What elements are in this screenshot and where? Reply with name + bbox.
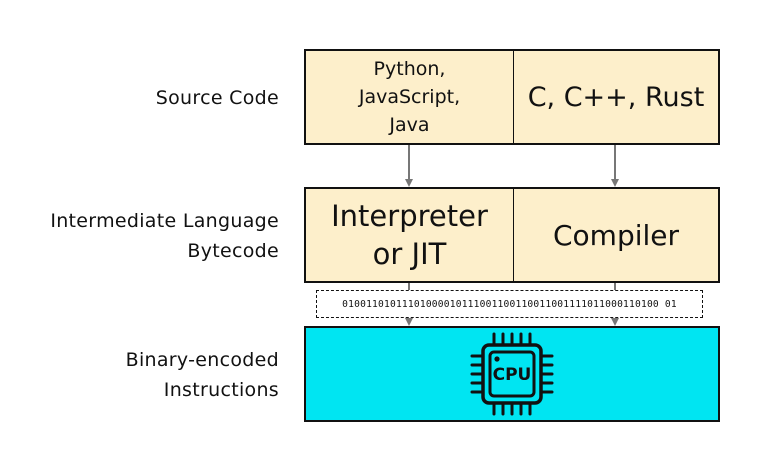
binary-string-box: 0100110101110100001011100110011001100111… xyxy=(316,290,703,318)
binary-line2: Instructions xyxy=(163,379,279,401)
arrow-right-lower-head xyxy=(611,318,619,326)
arrow-right-upper-head xyxy=(611,179,619,187)
binary-instructions-label: Binary-encoded Instructions xyxy=(126,345,279,405)
interpreter-box: Interpreter or JIT xyxy=(304,187,514,283)
arrow-left-lower-head xyxy=(405,318,413,326)
interpreter-line1: Interpreter xyxy=(331,199,488,233)
lang-python: Python, xyxy=(373,58,446,80)
interpreter-line2: or JIT xyxy=(372,237,447,271)
intermediate-language-label: Intermediate Language Bytecode xyxy=(50,206,279,266)
compiler-box: Compiler xyxy=(513,187,720,283)
binary-line1: Binary-encoded xyxy=(125,349,279,371)
intermediate-line1: Intermediate Language xyxy=(50,210,279,232)
cpu-chip-icon xyxy=(470,332,554,416)
intermediate-line2: Bytecode xyxy=(187,240,279,262)
binary-string: 0100110101110100001011100110011001100111… xyxy=(342,298,677,310)
cpu-label: CPU xyxy=(492,365,532,385)
arrow-left-upper xyxy=(408,145,410,180)
cpu-bar: CPU xyxy=(304,326,720,422)
compiled-languages-box: C, C++, Rust xyxy=(513,49,720,145)
interpreted-languages-box: Python, JavaScript, Java xyxy=(304,49,514,145)
lang-java: Java xyxy=(389,114,430,136)
arrow-left-upper-head xyxy=(405,179,413,187)
source-code-label: Source Code xyxy=(155,87,279,109)
arrow-right-upper xyxy=(614,145,616,180)
lang-javascript: JavaScript, xyxy=(358,86,461,108)
